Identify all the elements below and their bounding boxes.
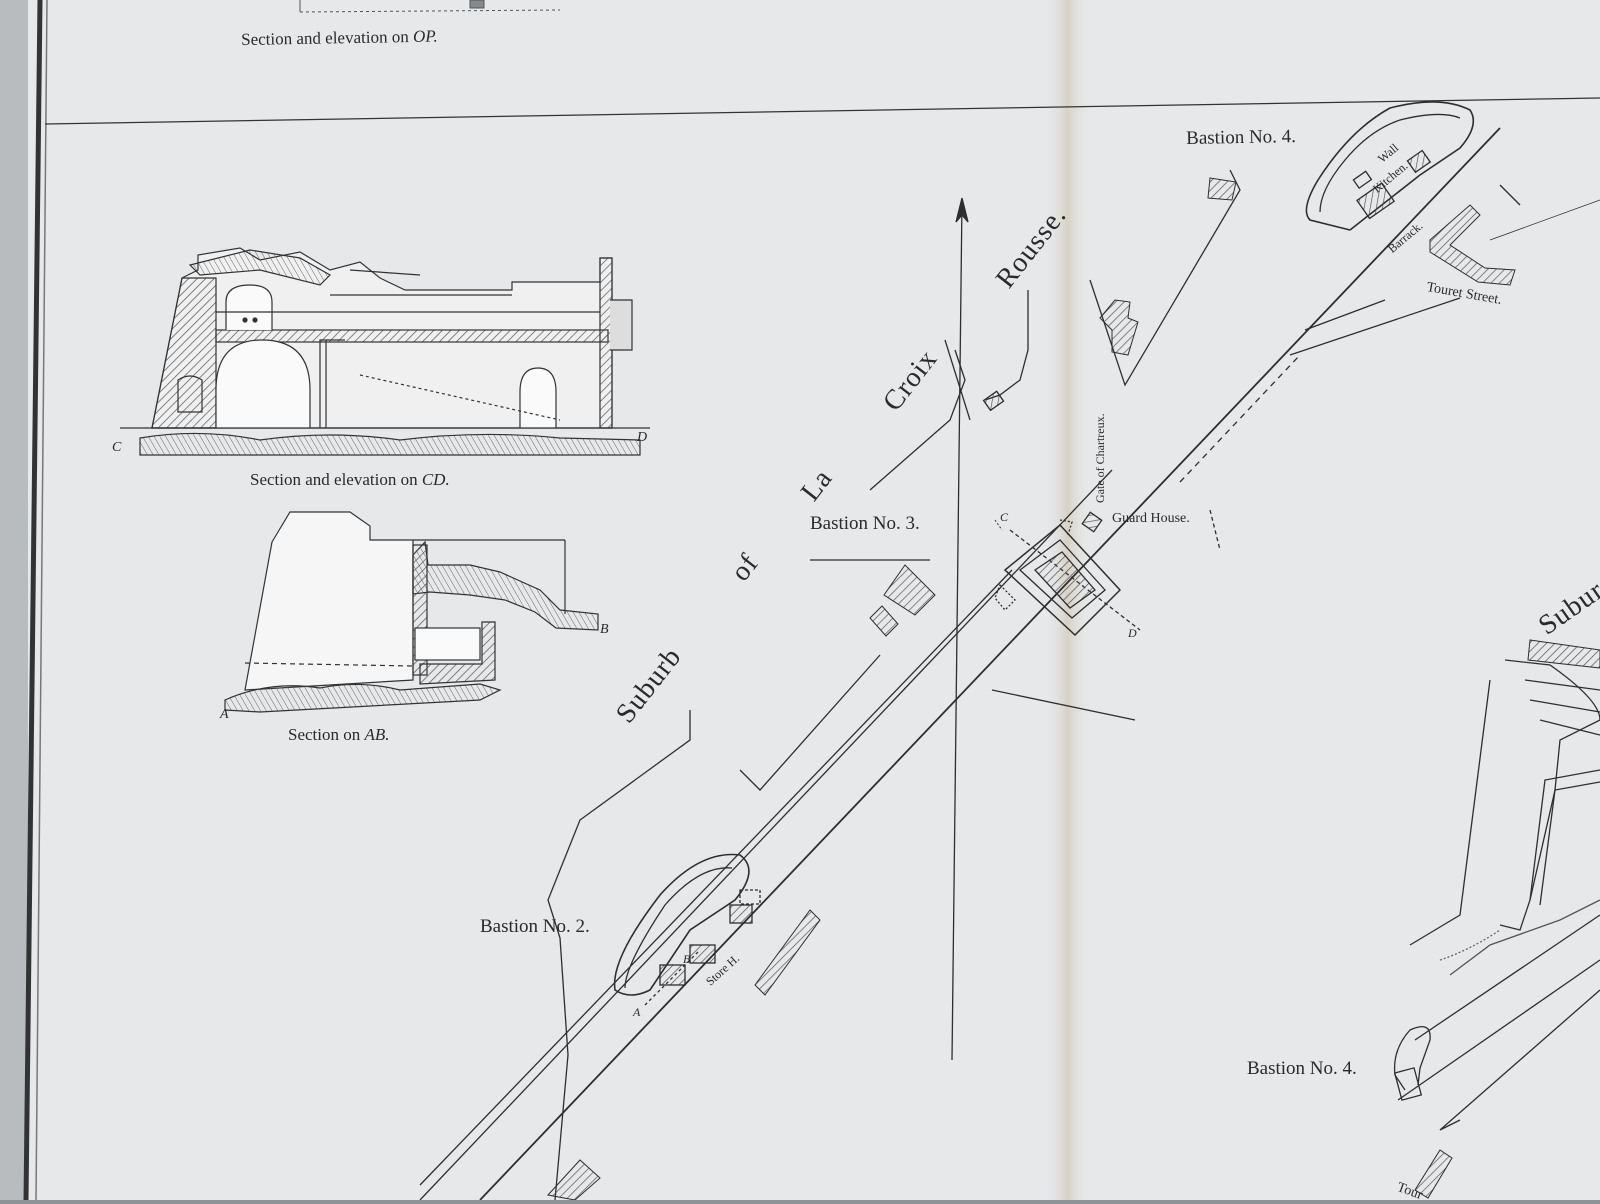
label-bastion-4-bottom: Bastion No. 4. <box>1247 1058 1357 1079</box>
caption-section-cd-letters: CD. <box>421 470 450 489</box>
label-plan-c: C <box>1000 510 1009 524</box>
label-plan-d: D <box>1128 626 1137 640</box>
section-cd-drawing <box>120 247 650 456</box>
label-plan-a: A <box>633 1005 641 1019</box>
caption-section-op-prefix: Section and elevation on <box>241 27 409 49</box>
gate-of-chartreux-plan <box>994 519 1122 637</box>
bastion-4-bottom-outline <box>1393 1026 1431 1091</box>
north-arrow-head <box>955 197 969 223</box>
label-guard-house: Guard House. <box>1112 511 1190 526</box>
label-bastion-4-top: Bastion No. 4. <box>1186 126 1297 149</box>
caption-section-cd-prefix: Section and elevation on <box>250 470 418 489</box>
section-letter-b: B <box>600 622 609 637</box>
caption-section-ab: Section on AB. <box>288 725 390 745</box>
caption-section-ab-letters: AB. <box>364 725 390 744</box>
section-letter-d: D <box>637 430 648 445</box>
section-op-fragment <box>299 0 561 13</box>
north-arrow-line <box>951 199 963 1061</box>
label-gate-of-chartreux: Gate of Chartreux. <box>1093 413 1107 503</box>
rampart-wall-inner <box>419 569 1013 1186</box>
caption-section-cd: Section and elevation on CD. <box>250 470 450 490</box>
caption-section-op: Section and elevation on OP. <box>241 27 438 50</box>
bastion-2-outline <box>613 853 750 996</box>
label-store-b: B <box>683 952 691 966</box>
caption-section-op-letters: OP. <box>412 26 438 46</box>
binding-line <box>23 0 43 1200</box>
top-panel-divider <box>44 97 1600 125</box>
label-bastion-3: Bastion No. 3. <box>810 513 920 534</box>
left-binding-edge <box>0 0 28 1200</box>
rampart-wall-outer <box>479 127 1501 1200</box>
fortification-plan <box>419 101 1600 1200</box>
bastion-4-top-outline <box>1305 101 1475 231</box>
section-ab-drawing <box>224 511 599 713</box>
section-letter-a: A <box>220 707 229 722</box>
section-letter-c: C <box>112 440 122 455</box>
label-bastion-2: Bastion No. 2. <box>480 916 590 937</box>
caption-section-ab-prefix: Section on <box>288 725 361 744</box>
